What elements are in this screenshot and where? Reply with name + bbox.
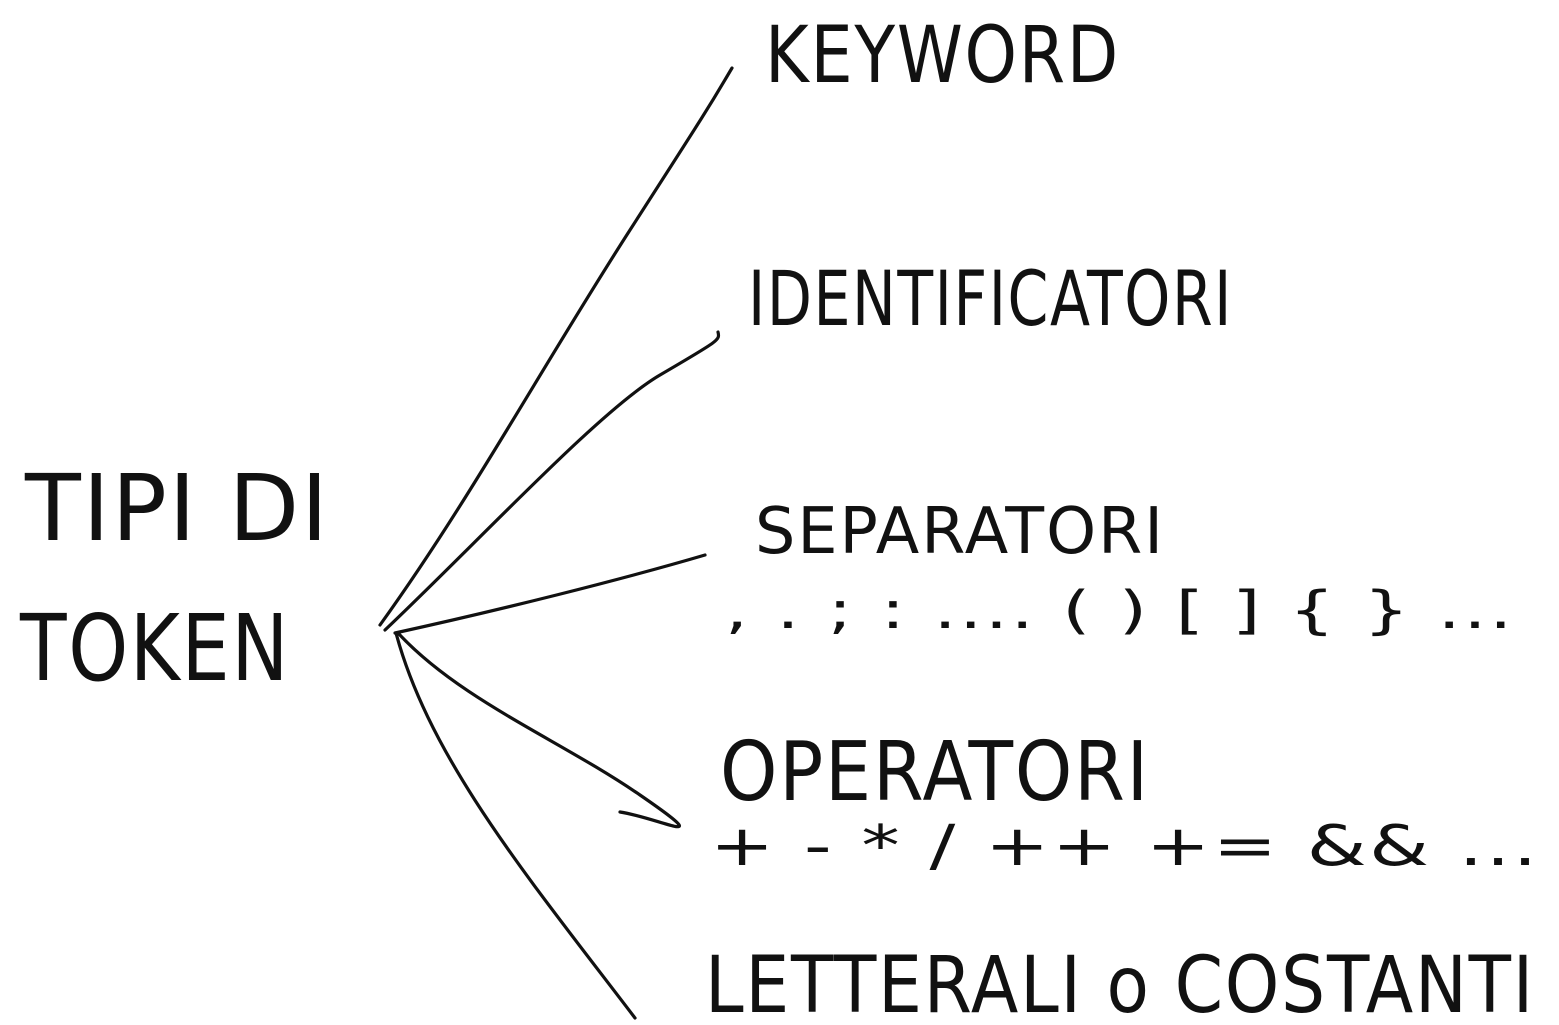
branch-operatori: OPERATORI + - * / ++ += && ... (710, 725, 1540, 879)
branch-label-keyword: KEYWORD (765, 11, 1120, 101)
connector-keyword (378, 66, 734, 627)
branch-identificatori: IDENTIFICATORI (748, 254, 1233, 343)
branch-separatori: SEPARATORI , . ; : .... ( ) [ ] { } ... (725, 495, 1515, 641)
connector-letterali (394, 631, 637, 1020)
root-node: TIPI DI TOKEN (19, 455, 330, 702)
connector-separatori (393, 553, 707, 635)
branch-label-identificatori: IDENTIFICATORI (748, 254, 1233, 343)
root-label-line1: TIPI DI (24, 455, 330, 562)
branch-letterali: LETTERALI o COSTANTI (705, 941, 1535, 1025)
connector-identificatori (383, 330, 721, 632)
branch-examples-separatori: , . ; : .... ( ) [ ] { } ... (725, 581, 1515, 641)
branch-label-operatori: OPERATORI (720, 725, 1150, 820)
branch-connectors (378, 66, 734, 1020)
root-label-line2: TOKEN (19, 595, 290, 702)
branch-keyword: KEYWORD (765, 11, 1120, 101)
branch-label-separatori: SEPARATORI (755, 495, 1165, 569)
connector-operatori (396, 631, 681, 829)
branch-examples-operatori: + - * / ++ += && ... (710, 814, 1540, 879)
branch-label-letterali: LETTERALI o COSTANTI (705, 941, 1535, 1025)
